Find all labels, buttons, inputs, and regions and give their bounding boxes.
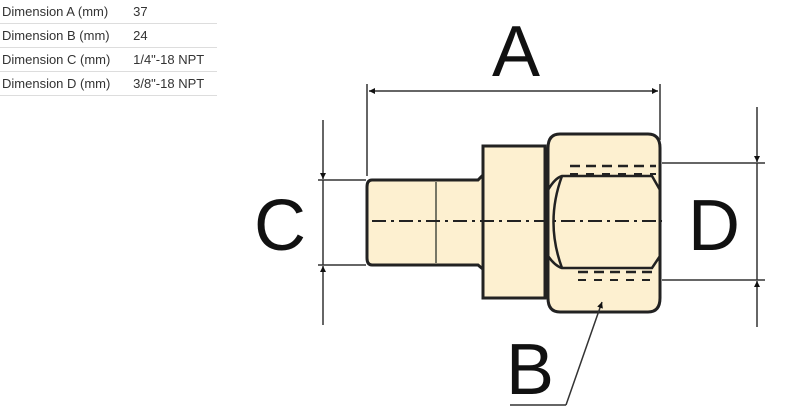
- dimension-spec-table: Dimension A (mm)37 Dimension B (mm)24 Di…: [0, 0, 217, 96]
- spec-label: Dimension C (mm): [0, 47, 130, 72]
- spec-value: 3/8"-18 NPT: [129, 71, 217, 96]
- spec-value: 1/4"-18 NPT: [129, 47, 217, 72]
- spec-label: Dimension A (mm): [0, 0, 130, 24]
- dimension-a: [366, 84, 661, 176]
- threaded-stub: [365, 170, 486, 274]
- table-row: Dimension A (mm)37: [0, 0, 217, 24]
- spec-label: Dimension D (mm): [0, 71, 130, 96]
- dimension-d: [662, 107, 765, 327]
- table-row: Dimension D (mm)3/8"-18 NPT: [0, 71, 217, 96]
- label-d: D: [688, 186, 740, 266]
- table-row: Dimension C (mm)1/4"-18 NPT: [0, 47, 217, 72]
- hex-nut: [546, 132, 662, 314]
- table-row: Dimension B (mm)24: [0, 23, 217, 48]
- dimension-c: [318, 120, 366, 325]
- spec-label: Dimension B (mm): [0, 23, 130, 48]
- dimension-b-leader: [510, 301, 603, 406]
- label-a: A: [492, 12, 540, 92]
- label-c: C: [254, 186, 306, 266]
- spec-value: 37: [129, 0, 217, 24]
- spec-value: 24: [129, 23, 217, 48]
- fitting-drawing: [365, 132, 662, 314]
- label-b: B: [506, 330, 554, 410]
